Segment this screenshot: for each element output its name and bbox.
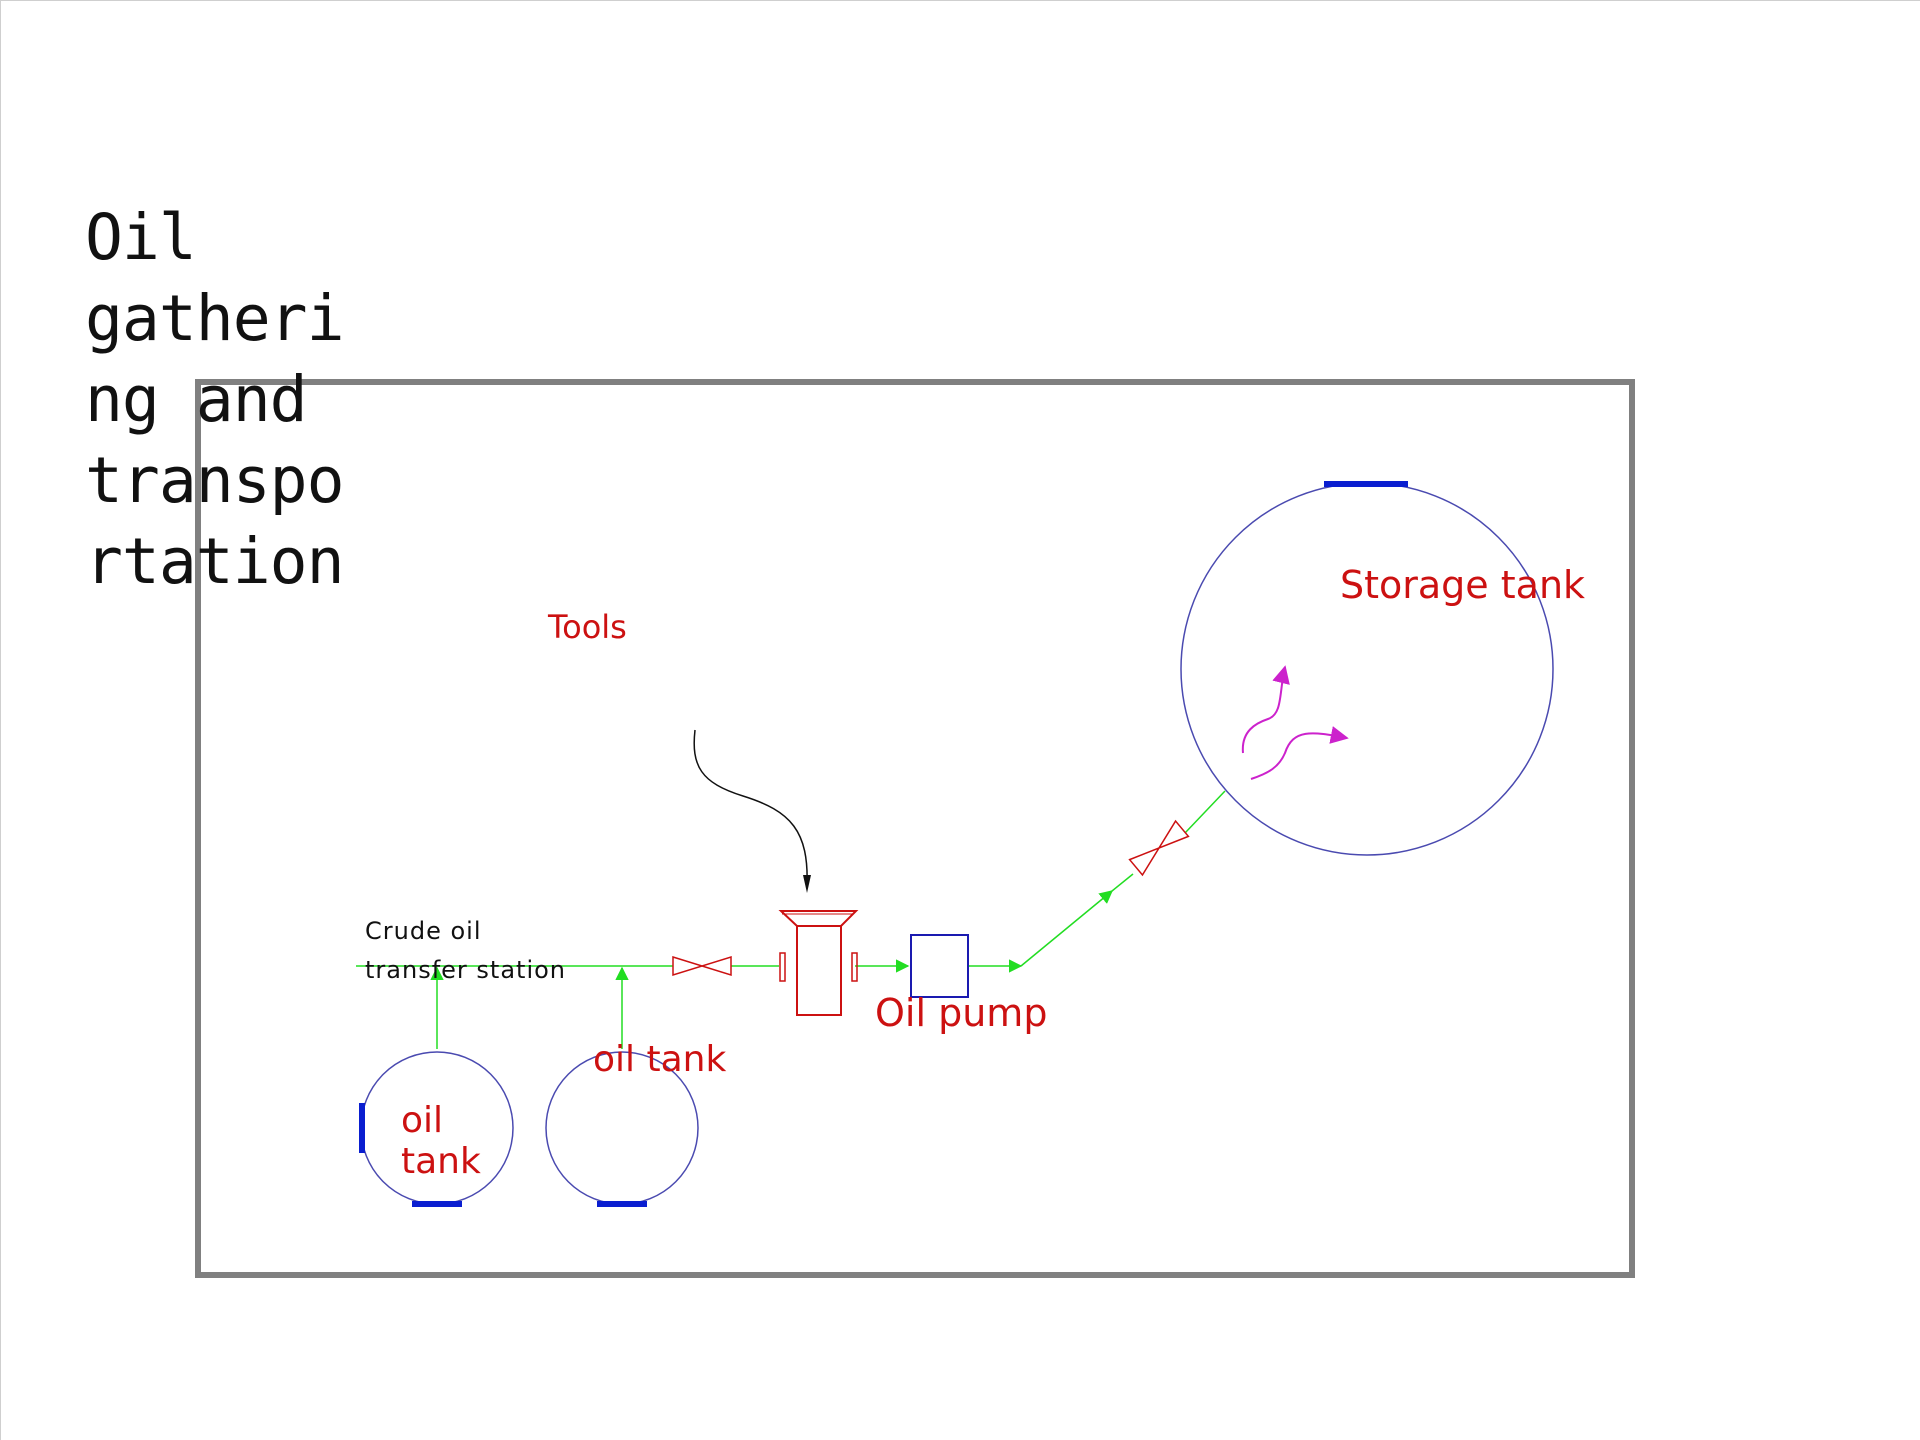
header-valve-icon[interactable] [672, 955, 732, 977]
tools-label: Tools [547, 608, 627, 646]
storage-tank-label: Storage tank [1340, 563, 1585, 607]
station-label-line1: Crude oil [365, 917, 481, 945]
tools-pointer-arrowhead [803, 875, 811, 893]
oil-pump-label: Oil pump [875, 991, 1047, 1035]
discharge-line-lower [1020, 890, 1114, 967]
oil-tank-left-label-line2: tank [401, 1141, 481, 1182]
discharge-line-middle [1111, 873, 1134, 892]
discharge-line-upper [1184, 790, 1226, 834]
steam-arrow-icon [1241, 665, 1290, 754]
tools-pointer-arrow [693, 729, 808, 887]
diagram-title: Oil gatheri ng and transpo rtation [85, 201, 345, 598]
oil-pump-icon[interactable] [910, 934, 969, 998]
station-label-line2: transfer station [365, 956, 566, 984]
storage-valve-icon[interactable] [1128, 819, 1190, 877]
filter-icon [778, 910, 859, 1016]
station-boundary-frame [195, 379, 1635, 1278]
steam-arrow-icon [1250, 726, 1349, 780]
storage-tank[interactable] [1180, 482, 1554, 856]
oil-tank-right-label: oil tank [593, 1039, 726, 1080]
oil-tank-left-label-line1: oil [401, 1100, 443, 1141]
